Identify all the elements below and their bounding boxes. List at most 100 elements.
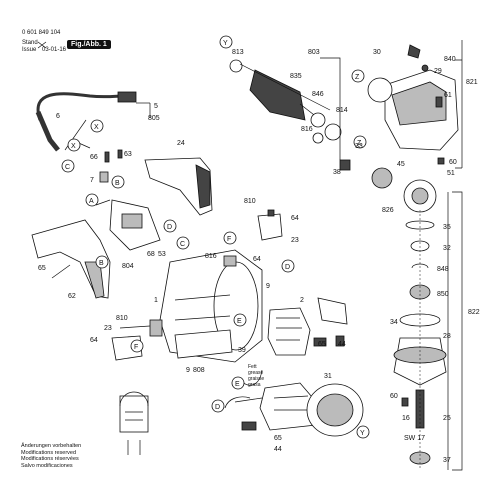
callout-9a: 9	[266, 283, 270, 290]
callout-822: 822	[468, 309, 480, 316]
marker-C2: C	[176, 236, 190, 250]
marker-B2: B	[95, 255, 109, 269]
switch-body	[121, 213, 143, 229]
svg-text:F: F	[227, 236, 231, 243]
svg-text:B: B	[99, 260, 104, 267]
grease-note-line: Fett	[248, 364, 257, 370]
marker-A: A	[85, 193, 99, 207]
callout-65a: 65	[38, 265, 46, 272]
callout-68: 68	[147, 251, 155, 258]
svg-text:D: D	[285, 264, 290, 271]
stand-label: Stand	[22, 40, 38, 46]
callout-5: 5	[154, 103, 158, 110]
callout-814: 814	[336, 107, 348, 114]
part-60b	[401, 397, 409, 407]
marker-D2: D	[281, 259, 295, 273]
callout-2: 2	[300, 297, 304, 304]
marker-F1: F	[223, 231, 237, 245]
marker-E1: E	[233, 313, 247, 327]
callout-840: 840	[444, 56, 456, 63]
part-60	[437, 157, 445, 165]
callout-64c: 64	[90, 337, 98, 344]
callout-51: 51	[447, 170, 455, 177]
callout-45: 45	[397, 161, 405, 168]
callout-23a: 23	[291, 237, 299, 244]
brush-holder	[223, 255, 237, 267]
callout-65c: 65	[274, 435, 282, 442]
callout-61: 61	[444, 92, 452, 99]
marker-X2: X	[67, 138, 81, 152]
callout-64b: 64	[253, 256, 261, 263]
callout-64a: 64	[291, 215, 299, 222]
marker-D1: D	[163, 219, 177, 233]
marker-Z2: Z	[353, 135, 367, 149]
callout-65b: 65	[318, 341, 326, 348]
screw-65	[313, 337, 327, 347]
switch-lower	[149, 319, 163, 337]
svg-text:D: D	[215, 404, 220, 411]
svg-text:X: X	[94, 124, 99, 131]
screw-63	[117, 149, 123, 159]
part-7	[99, 171, 109, 183]
bearing-814	[310, 112, 326, 128]
callout-810b: 810	[116, 315, 128, 322]
connector	[241, 421, 257, 431]
issue-label: Issue	[22, 47, 37, 53]
marker-E2: E	[231, 376, 245, 390]
callout-31: 31	[324, 373, 332, 380]
callout-24: 24	[177, 140, 185, 147]
svg-text:Y: Y	[223, 40, 228, 47]
callout-25: 25	[443, 415, 451, 422]
callout-803: 803	[308, 49, 320, 56]
callout-60: 60	[449, 159, 457, 166]
callout-826: 826	[382, 207, 394, 214]
stand-cross-mark	[37, 41, 47, 49]
callout-34: 34	[390, 319, 398, 326]
callout-66: 66	[90, 154, 98, 161]
marker-C1: C	[61, 159, 75, 173]
armature	[249, 69, 306, 121]
callout-16: 16	[402, 415, 410, 422]
callout-816b: 816	[205, 253, 217, 260]
label-plate-9	[174, 329, 233, 359]
callout-32: 32	[443, 245, 451, 252]
marker-Y2: Y	[356, 425, 370, 439]
callout-835: 835	[290, 73, 302, 80]
plug	[117, 91, 137, 103]
part-848	[411, 263, 429, 269]
callout-808: 808	[193, 367, 205, 374]
callout-821: 821	[466, 79, 478, 86]
grease-note-line: grease	[248, 370, 264, 376]
callout-846: 846	[312, 91, 324, 98]
marker-F2: F	[130, 339, 144, 353]
callout-39: 39	[238, 347, 246, 354]
brush-bracket	[317, 297, 348, 325]
drawing-number: 0 601 849 104	[22, 30, 61, 36]
marker-X1: X	[90, 119, 104, 133]
svg-text:A: A	[89, 198, 94, 205]
part-38	[339, 159, 351, 171]
callout-28: 28	[443, 333, 451, 340]
issue-date: 03-01-16	[42, 47, 67, 53]
footer-line: Modifications reserved	[21, 449, 77, 456]
marker-B1: B	[111, 175, 125, 189]
grease-note-line: grasa	[248, 382, 261, 388]
svg-text:Z: Z	[357, 140, 362, 147]
callout-850: 850	[437, 291, 449, 298]
part-29	[421, 64, 429, 72]
svg-text:F: F	[134, 344, 138, 351]
footer-line: Modifications réservées	[21, 456, 79, 462]
callout-37: 37	[443, 457, 451, 464]
wrench-size: SW 17	[404, 435, 425, 442]
callout-63: 63	[124, 151, 132, 158]
svg-text:X: X	[71, 143, 76, 150]
handle-grip	[195, 164, 211, 209]
fan-30	[367, 77, 393, 103]
pinion-45	[371, 167, 393, 189]
marker-D3: D	[211, 399, 225, 413]
callout-9b: 9	[186, 367, 190, 374]
callout-810a: 810	[244, 198, 256, 205]
callout-804: 804	[122, 263, 134, 270]
callout-816a: 816	[301, 126, 313, 133]
